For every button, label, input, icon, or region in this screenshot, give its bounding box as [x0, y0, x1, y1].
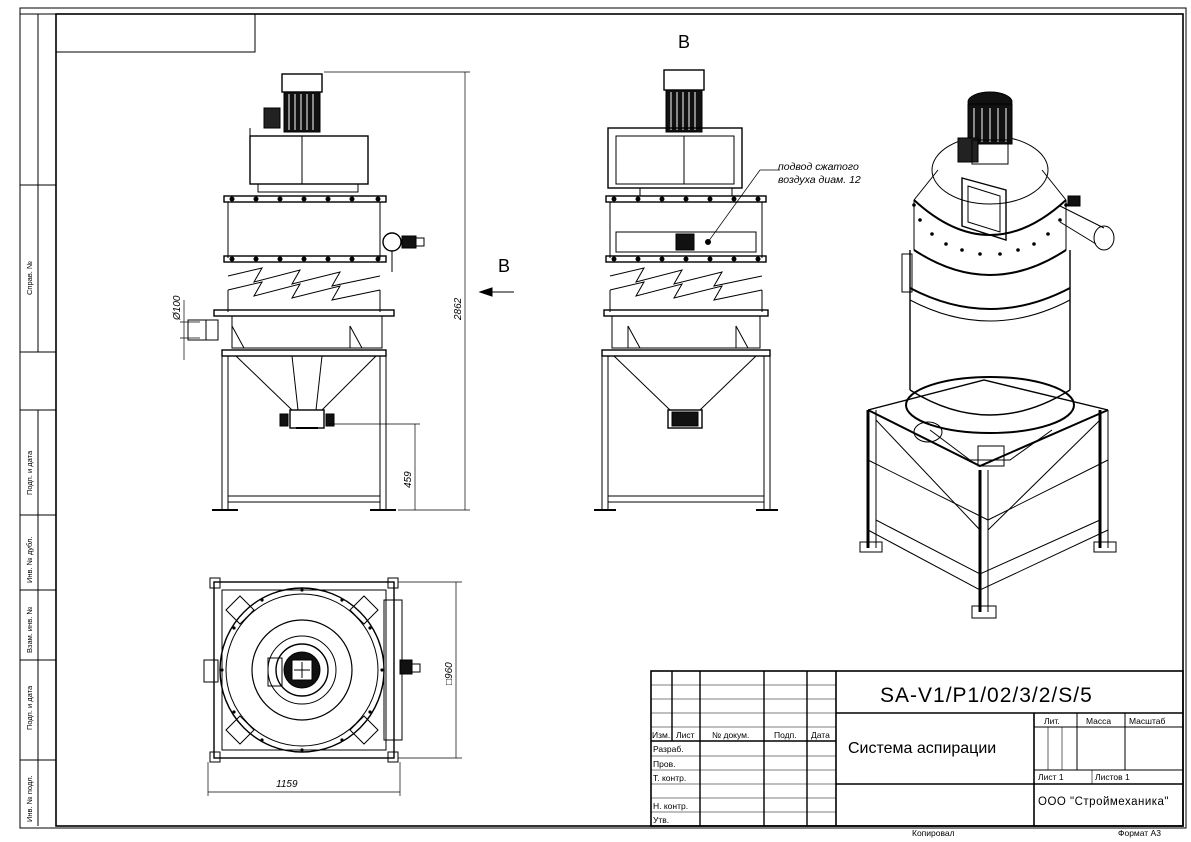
- footer-format: Формат А3: [1118, 828, 1161, 838]
- top-dimensions: [207, 581, 462, 796]
- drawing-designation: SA-V1/P1/02/3/2/S/5: [880, 684, 1093, 707]
- isometric-view: [859, 91, 1117, 619]
- side-label-sprav: Справ. №: [25, 261, 34, 295]
- row-nkontr: Н. контр.: [653, 801, 688, 811]
- dim-square-label: □960: [444, 662, 455, 685]
- col-list: Лист: [676, 730, 695, 740]
- row-tkontr: Т. контр.: [653, 773, 686, 783]
- company-name: ООО "Строймеханика": [1038, 796, 1169, 808]
- side-label-inv-podl: Инв. № подл.: [25, 775, 34, 822]
- callout-line-2: воздуха диам. 12: [778, 174, 861, 186]
- view-arrow-label: В: [498, 256, 510, 276]
- masshtab-label: Масштаб: [1129, 716, 1165, 726]
- front-dimensions: [180, 71, 470, 511]
- dim-pipe-label: Ø100: [172, 295, 183, 321]
- front-view: [187, 73, 425, 511]
- col-doc: № докум.: [712, 730, 749, 740]
- side-view: [594, 69, 778, 511]
- side-label-podp-2: Подп. и дата: [25, 685, 34, 730]
- callout-line-1: подвод сжатого: [778, 161, 859, 173]
- dim-outlet-label: 459: [403, 471, 414, 488]
- air-supply-callout: [707, 169, 780, 243]
- footer-copied: Копировал: [912, 828, 955, 838]
- side-labels: Справ. № Подп. и дата Инв. № дубл. Взам.…: [25, 261, 34, 822]
- top-view: [203, 577, 421, 763]
- drawing-name: Система аспирации: [848, 740, 996, 757]
- sheet-label: Лист 1: [1038, 772, 1064, 782]
- col-izm: Изм.: [652, 730, 670, 740]
- col-date: Дата: [811, 730, 830, 740]
- dim-width-label: 1159: [276, 779, 298, 790]
- side-label-inv-dubl: Инв. № дубл.: [25, 537, 34, 583]
- row-utv: Утв.: [653, 815, 669, 825]
- lit-label: Лит.: [1044, 716, 1060, 726]
- view-arrow-b: [478, 287, 514, 297]
- massa-label: Масса: [1086, 716, 1111, 726]
- title-block: [650, 670, 1184, 827]
- row-razrab: Разраб.: [653, 744, 684, 754]
- iso-bolts: [912, 203, 1068, 256]
- view-b-title: В: [678, 32, 690, 52]
- sheets-label: Листов 1: [1095, 772, 1130, 782]
- top-view-bolts: [220, 588, 384, 752]
- row-prov: Пров.: [653, 759, 675, 769]
- side-label-vzam: Взам. инв. №: [25, 607, 34, 653]
- col-sign: Подп.: [774, 730, 797, 740]
- sheet-frame: [19, 7, 1187, 829]
- dim-height-label: 2862: [453, 297, 464, 321]
- side-label-podp-1: Подп. и дата: [25, 450, 34, 495]
